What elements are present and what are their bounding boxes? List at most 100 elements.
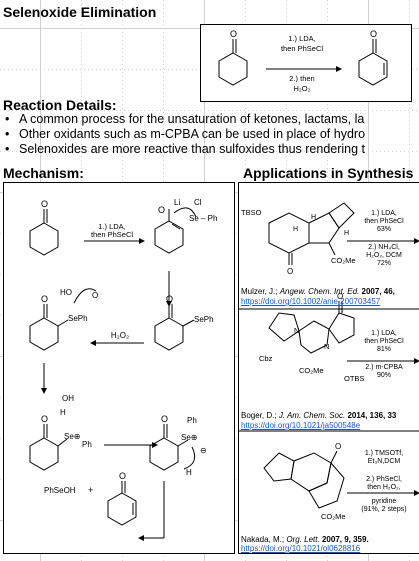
app2-ring-b [298,320,330,354]
atom-o-left: O [230,29,237,39]
app2-cond-2: then PhSeCl [364,338,404,345]
top-scheme-svg: O 1.) LDA, then PhSeCl 2.) then H₂O₂ O [218,29,388,93]
app3-cond-6: (91%, 2 steps) [361,506,406,513]
app3-cond-1: 1.) TMSOTf, [365,450,403,457]
citation-2-journal: J. Am. Chem. Soc. [278,411,346,420]
app3-ring-c [308,461,345,509]
cond-2: then PhSeCl [281,44,323,53]
citation-2: Boger, D.; J. Am. Chem. Soc. 2014, 136, … [241,411,396,421]
mech-ketone [29,222,59,256]
app2-indole [268,312,300,342]
mech-li: Li [174,198,180,207]
mech-oh-2: OH [62,394,74,403]
cond-1: 1.) LDA, [288,34,316,43]
atom-o-right: O [370,29,377,39]
app2-cond-3: 81% [377,346,391,353]
bullet-2: Other oxidants such as m-CPBA can be use… [3,127,365,142]
app3-o: O [335,442,341,451]
mech-o-4: O [41,294,48,304]
applications-panel: TBSO H H CO₂Me O H 1.) LDA, then PhSeCl … [238,182,419,554]
mech-cl: Cl [194,198,202,207]
mechanism-panel: O 1.) LDA, then PhSeCl O Li Cl Se – Ph O… [3,182,235,554]
citation-2-rest: 2014, 136, 33 [347,411,397,420]
app1-ring-a [268,212,310,254]
mech-selenoxide [29,437,59,471]
app2-cond-4: 2.) m-CPBA [365,364,403,371]
citation-3: Nakada, M.; Org. Lett. 2007, 9, 359. [241,535,369,545]
mech-o-6: O [161,414,168,424]
citation-1-rest: 2007, 46, [361,287,395,296]
mech-o-1: O [41,199,48,209]
app2-cbz: Cbz [259,354,273,363]
mech-step1-cond-2: then PhSeCl [91,230,133,239]
mech-product-phseoh: PhSeOH [44,486,76,495]
arrow-head [336,66,342,72]
mech-h2o2: H₂O₂ [111,331,129,340]
app2-o: O [337,292,343,301]
mech-se-plus-2: Se⊕ [181,433,198,442]
bullet-3: Selenoxides are more reactive than sulfo… [3,142,365,157]
citation-1-journal: Angew. Chem. Int. Ed. [279,287,360,296]
mech-minus: ⊖ [200,446,207,455]
cond-4: H₂O₂ [293,84,310,93]
mech-ph-1: Ph [82,440,92,449]
citation-3-author: Nakada, M.; [241,535,285,544]
mech-se-plus-1: Se⊕ [64,432,81,441]
mech-h-1: H [60,408,66,417]
app1-ring-c [328,202,355,229]
bullet-1: A common process for the unsaturation of… [3,112,365,127]
mech-elimination-ts [149,437,179,471]
app3-ring-b [290,452,332,492]
page-title: Selenoxide Elimination [3,4,157,20]
app1-co2me: CO₂Me [331,256,356,265]
app1-o: O [287,267,293,276]
cond-3: 2.) then [289,74,314,83]
citation-1: Mulzer, J.; Angew. Chem. Int. Ed. 2007, … [241,287,395,297]
mech-step1-cond-1: 1.) LDA, [98,222,126,231]
app1-h-1: H [311,214,316,221]
app3-cond-3: 2.) PhSeCl, [366,476,402,483]
app3-ring-a [263,452,295,482]
mech-seph-1: SePh [194,315,214,324]
app3-cond-4: then H₂O₂, [367,484,401,491]
citation-3-doi-link[interactable]: https://doi.org/10.1021/ol0628816 [241,544,361,553]
app1-cond-3: 63% [377,226,391,233]
mech-ho: HO [60,288,72,297]
details-bullets: A common process for the unsaturation of… [3,112,365,157]
app2-cond-5: 90% [377,372,391,379]
mech-h-2: H [186,468,192,477]
app2-ring-c [328,312,355,344]
mech-o-2: O [158,205,165,215]
mech-o-7: O [119,471,126,481]
app1-cond-2: then PhSeCl [364,218,404,225]
mech-seph-2: SePh [68,314,88,323]
mech-ph-2: Ph [187,416,197,425]
citation-2-doi-link[interactable]: https://doi.org/10.1021/ja500548e [241,421,361,430]
app1-cond-6: 72% [377,260,391,267]
app3-cond-2: Et₃N,DCM [368,458,401,465]
app1-h-3: H [293,226,298,233]
app1-cond-4: 2.) NH₄Cl, [368,244,400,251]
mech-plus: + [88,485,93,495]
app1-cond-5: H₂O₂, DCM [366,252,402,259]
citation-2-author: Boger, D.; [241,411,277,420]
mech-o-3: O [166,294,173,304]
app1-ring-b [308,212,340,244]
citation-1-doi-link[interactable]: https://doi.org/10.1002/anie.200703457 [241,297,381,306]
app1-h-2: H [344,230,349,237]
applications-svg: TBSO H H CO₂Me O H 1.) LDA, then PhSeCl … [239,202,419,521]
citation-3-journal: Org. Lett. [286,535,320,544]
cyclohexanone-structure [218,39,248,86]
mechanism-svg: O 1.) LDA, then PhSeCl O Li Cl Se – Ph O… [29,198,217,541]
mech-o-5: O [41,414,48,424]
citation-3-rest: 2007, 9, 359. [321,535,369,544]
app2-n-1: N [294,326,299,335]
app3-co2me: CO₂Me [321,512,346,521]
applications-heading: Applications in Synthesis [243,165,414,181]
mech-enolate [154,220,184,254]
mechanism-heading: Mechanism: [3,165,84,181]
details-heading: Reaction Details: [3,97,117,113]
mech-seph-ketone [154,317,184,351]
app1-tbso: TBSO [241,208,262,217]
mech-peroxide-adduct [29,317,59,351]
